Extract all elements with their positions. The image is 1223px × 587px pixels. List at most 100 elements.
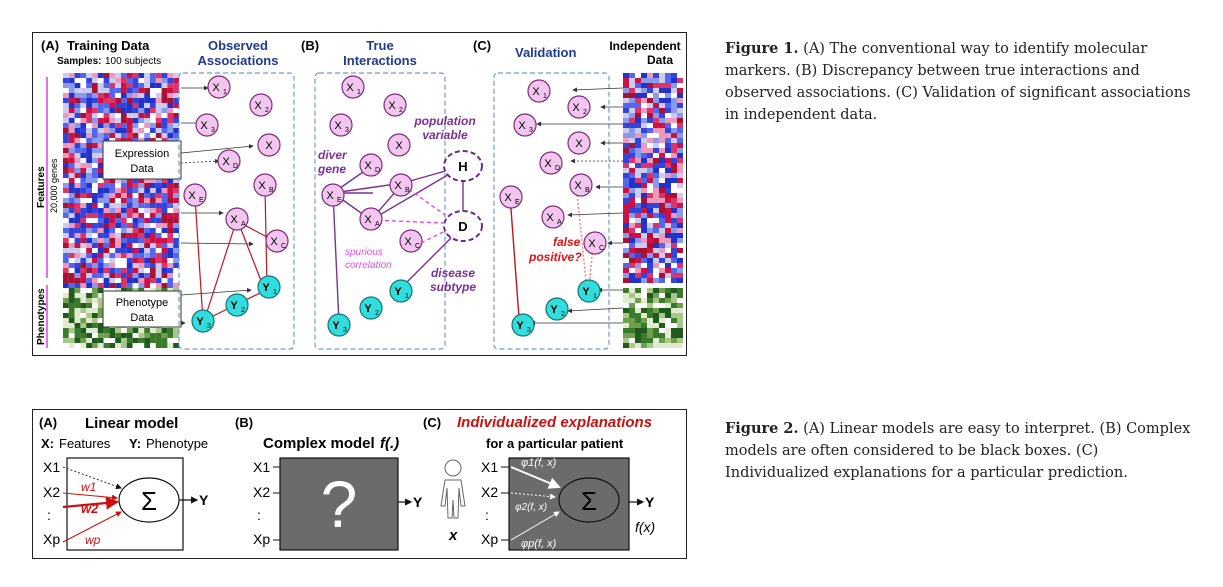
heatmap-cell bbox=[103, 273, 110, 278]
heatmap-cell bbox=[86, 263, 92, 268]
heatmap-cell bbox=[647, 278, 653, 283]
node-label: Y bbox=[582, 286, 590, 298]
heatmap-cell bbox=[115, 233, 121, 238]
heatmap-cell bbox=[63, 313, 69, 318]
heatmap-cell bbox=[138, 273, 145, 278]
heatmap-cell bbox=[623, 248, 629, 253]
heatmap-cell bbox=[623, 73, 629, 78]
heatmap-cell bbox=[161, 83, 168, 88]
heatmap-cell bbox=[92, 113, 98, 118]
heatmap-cell bbox=[677, 333, 683, 338]
heatmap-cell bbox=[155, 73, 162, 78]
heatmap-cell bbox=[671, 238, 677, 243]
heatmap-cell bbox=[647, 198, 653, 203]
heatmap-cell bbox=[86, 93, 92, 98]
heatmap-cell bbox=[161, 88, 168, 93]
heatmap-cell bbox=[63, 318, 69, 323]
node-subscript: 1 bbox=[593, 293, 597, 300]
driver-label-line1: diver bbox=[318, 148, 348, 162]
true-title-line2: Interactions bbox=[343, 53, 417, 68]
heatmap-cell bbox=[653, 148, 659, 153]
node-label: X bbox=[544, 158, 552, 170]
expression-box-line1: Expression bbox=[115, 148, 169, 160]
heatmap-cell bbox=[653, 298, 659, 303]
node-subscript: 1 bbox=[357, 89, 361, 96]
heatmap-cell bbox=[647, 138, 653, 143]
heatmap-cell bbox=[167, 93, 174, 98]
heatmap-cell bbox=[173, 258, 179, 263]
heatmap-cell bbox=[80, 163, 87, 168]
heatmap-cell bbox=[97, 203, 104, 208]
heatmap-cell bbox=[635, 228, 641, 233]
heatmap-cell bbox=[126, 83, 133, 88]
heatmap-cell bbox=[173, 98, 179, 103]
heatmap-cell bbox=[635, 118, 641, 123]
heatmap-cell bbox=[103, 263, 110, 268]
heatmap-cell bbox=[86, 243, 92, 248]
heatmap-cell bbox=[161, 73, 168, 78]
heatmap-cell bbox=[671, 73, 677, 78]
heatmap-cell bbox=[97, 333, 104, 338]
heatmap-cell bbox=[155, 223, 162, 228]
heatmap-cell bbox=[641, 338, 647, 343]
heatmap-cell bbox=[677, 238, 683, 243]
heatmap-cell bbox=[641, 138, 647, 143]
heatmap-cell bbox=[635, 88, 641, 93]
heatmap-cell bbox=[126, 343, 133, 348]
heatmap-cell bbox=[653, 158, 659, 163]
heatmap-cell bbox=[647, 118, 653, 123]
heatmap-cell bbox=[629, 238, 635, 243]
heatmap-cell bbox=[635, 338, 641, 343]
heatmap-cell bbox=[63, 153, 69, 158]
heatmap-cell bbox=[167, 223, 174, 228]
heatmap-cell bbox=[132, 73, 139, 78]
heatmap-cell bbox=[121, 238, 127, 243]
heatmap-cell bbox=[653, 183, 659, 188]
heatmap-cell bbox=[167, 128, 174, 133]
heatmap-cell bbox=[635, 218, 641, 223]
heatmap-cell bbox=[97, 293, 104, 298]
heatmap-cell bbox=[677, 248, 683, 253]
heatmap-cell bbox=[92, 208, 98, 213]
heatmap-cell bbox=[635, 233, 641, 238]
heatmap-cell bbox=[126, 208, 133, 213]
heatmap-cell bbox=[653, 203, 659, 208]
node-subscript: 3 bbox=[527, 327, 531, 334]
heatmap-cell bbox=[623, 338, 629, 343]
heatmap-cell bbox=[671, 158, 677, 163]
heatmap-cell bbox=[138, 343, 145, 348]
heatmap-cell bbox=[92, 288, 98, 293]
heatmap-cell bbox=[161, 93, 168, 98]
heatmap-cell bbox=[115, 273, 121, 278]
complex-model-title: Complex model bbox=[263, 435, 375, 452]
heatmap-cell bbox=[623, 168, 629, 173]
heatmap-cell bbox=[173, 213, 179, 218]
heatmap-cell bbox=[155, 333, 162, 338]
heatmap-cell bbox=[659, 128, 665, 133]
heatmap-cell bbox=[665, 93, 671, 98]
heatmap-cell bbox=[161, 243, 168, 248]
heatmap-cell bbox=[635, 153, 641, 158]
heatmap-cell bbox=[115, 178, 121, 183]
heatmap-cell bbox=[86, 153, 92, 158]
heatmap-cell bbox=[80, 198, 87, 203]
heatmap-cell bbox=[121, 83, 127, 88]
heatmap-cell bbox=[121, 248, 127, 253]
heatmap-cell bbox=[161, 343, 168, 348]
heatmap-cell bbox=[677, 168, 683, 173]
heatmap-cell bbox=[641, 328, 647, 333]
heatmap-cell bbox=[68, 193, 75, 198]
heatmap-cell bbox=[671, 108, 677, 113]
heatmap-cell bbox=[132, 128, 139, 133]
observed-arrows bbox=[180, 85, 254, 326]
heatmap-cell bbox=[671, 268, 677, 273]
training-data-title: Training Data bbox=[67, 38, 150, 53]
heatmap-cell bbox=[647, 253, 653, 258]
heatmap-cell bbox=[92, 133, 98, 138]
heatmap-cell bbox=[150, 93, 156, 98]
heatmap-cell bbox=[86, 328, 92, 333]
heatmap-cell bbox=[635, 268, 641, 273]
linear-output-y: Y bbox=[199, 492, 209, 508]
heatmap-cell bbox=[167, 108, 174, 113]
heatmap-cell bbox=[659, 328, 665, 333]
